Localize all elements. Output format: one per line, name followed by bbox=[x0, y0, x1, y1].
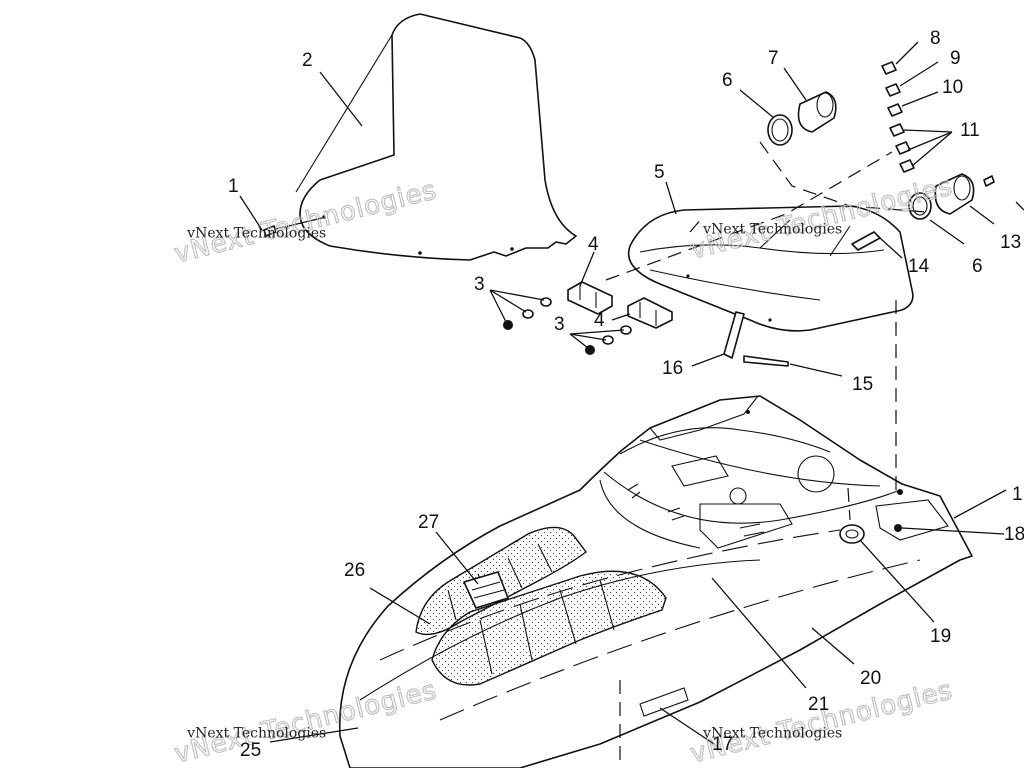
callout-9: 9 bbox=[950, 48, 961, 69]
nuts-lower bbox=[569, 325, 632, 355]
strap-16 bbox=[691, 311, 745, 367]
callout-4-upper: 4 bbox=[588, 234, 599, 255]
callout-8: 8 bbox=[930, 28, 941, 49]
bracket-upper bbox=[567, 281, 613, 315]
callout-16: 16 bbox=[662, 358, 683, 379]
callout-labels: 2 1 3 3 4 4 5 6 6 7 8 9 10 11 1 13 14 15… bbox=[228, 28, 1024, 761]
watermark-small-text: vNext Technologies bbox=[186, 725, 326, 741]
alignment-lines bbox=[605, 141, 927, 768]
vent-right bbox=[431, 570, 667, 686]
dash-panel-part bbox=[627, 205, 914, 332]
callout-17: 17 bbox=[712, 734, 733, 755]
callout-3-lower: 3 bbox=[554, 314, 565, 335]
gauge-right bbox=[934, 173, 975, 215]
callout-10: 10 bbox=[942, 77, 963, 98]
callout-12-partial: 1 bbox=[1012, 484, 1023, 505]
callout-20: 20 bbox=[860, 668, 881, 689]
callout-25: 25 bbox=[240, 740, 261, 761]
callout-18: 18 bbox=[1004, 524, 1024, 545]
bezel-ring-left bbox=[767, 114, 793, 146]
watermark-small-text: vNext Technologies bbox=[702, 725, 842, 741]
callout-21: 21 bbox=[808, 694, 829, 715]
callout-7: 7 bbox=[768, 48, 779, 69]
bulb-part bbox=[983, 175, 995, 187]
indicator-lights bbox=[881, 61, 915, 173]
gauge-left bbox=[797, 91, 837, 133]
nuts-upper bbox=[489, 289, 552, 330]
callout-15: 15 bbox=[852, 374, 873, 395]
watermark-small-text: vNext Technologies bbox=[186, 225, 326, 241]
windshield-part bbox=[295, 13, 577, 261]
callout-14: 14 bbox=[908, 256, 930, 277]
fastener-14 bbox=[851, 231, 903, 259]
callout-13: 13 bbox=[1000, 232, 1021, 253]
pin-15 bbox=[743, 355, 843, 377]
callout-26: 26 bbox=[344, 560, 365, 581]
callout-2: 2 bbox=[302, 50, 313, 71]
callout-1: 1 bbox=[228, 176, 239, 197]
callout-27: 27 bbox=[418, 512, 439, 533]
bezel-ring-right bbox=[908, 192, 932, 220]
screw-part bbox=[263, 217, 323, 237]
watermark-small-text: vNext Technologies bbox=[702, 221, 842, 237]
callout-11: 11 bbox=[960, 120, 980, 141]
callout-5: 5 bbox=[654, 162, 665, 183]
callout-3-upper: 3 bbox=[474, 274, 485, 295]
callout-6-upper: 6 bbox=[722, 70, 733, 91]
bracket-lower bbox=[627, 297, 673, 329]
callout-4-lower: 4 bbox=[594, 310, 605, 331]
callout-19: 19 bbox=[930, 626, 951, 647]
callout-6-lower: 6 bbox=[972, 256, 983, 277]
leader-lines bbox=[239, 41, 1024, 745]
